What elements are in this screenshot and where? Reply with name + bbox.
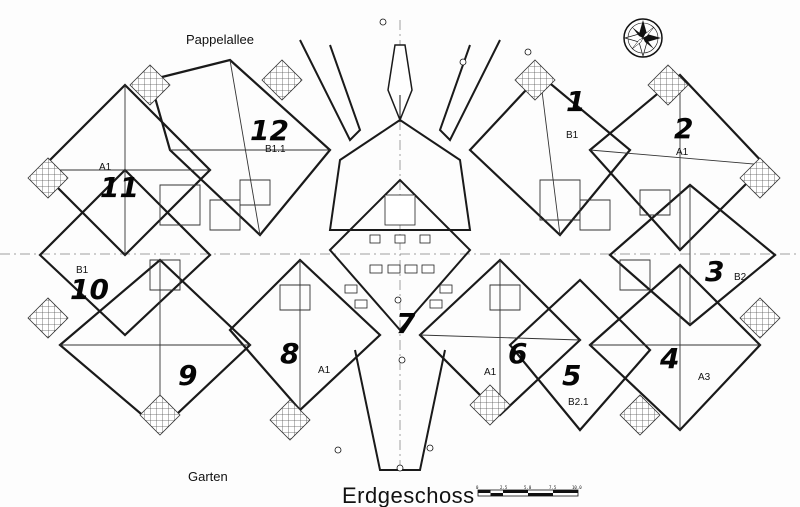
unit-11-type: A1 xyxy=(99,162,112,173)
entrance-arrow-icon xyxy=(387,44,413,123)
unit-5-outline xyxy=(508,278,652,432)
unit-1-type: B1 xyxy=(566,130,579,141)
street-label: Pappelallee xyxy=(186,32,254,47)
unit-10-outline xyxy=(38,168,212,337)
unit-8-type: A1 xyxy=(318,365,331,376)
unit-4-type: A3 xyxy=(698,372,711,383)
unit-8-outline xyxy=(228,258,382,412)
unit-3-number: 3 xyxy=(705,255,725,288)
unit-3-outline xyxy=(608,183,777,327)
unit-8-number: 8 xyxy=(280,337,300,370)
balcony xyxy=(129,64,171,106)
unit-7-number: 7 xyxy=(396,307,416,340)
unit-9-number: 9 xyxy=(178,359,198,392)
central-stair-core xyxy=(328,118,472,231)
unit-12-type: B1.1 xyxy=(265,144,286,155)
unit-1-number: 1 xyxy=(566,85,586,118)
unit-7-outline xyxy=(328,178,472,332)
unit-1-outline xyxy=(468,73,632,237)
garden-label: Garten xyxy=(188,469,228,484)
unit-3-type: B2 xyxy=(734,272,747,283)
unit-10-number: 10 xyxy=(70,273,109,306)
scale-tick: 0 xyxy=(476,485,479,490)
floor-title: Erdgeschoss xyxy=(342,483,475,507)
unit-11-number: 11 xyxy=(100,171,139,204)
scale-tick: 7.5 xyxy=(549,485,557,490)
scale-tick: 5.0 xyxy=(524,485,532,490)
unit-5-number: 5 xyxy=(562,359,582,392)
unit-12-outline xyxy=(148,58,332,237)
entrance-left-wall xyxy=(299,39,362,142)
unit-4-number: 4 xyxy=(660,342,680,375)
scale-tick: 10.0 xyxy=(572,485,582,490)
unit-2-number: 2 xyxy=(674,112,694,145)
unit-6-number: 6 xyxy=(508,337,528,370)
entrance-right-wall xyxy=(438,39,501,142)
unit-10-type: B1 xyxy=(76,265,89,276)
unit-6-type: A1 xyxy=(484,367,497,378)
unit-2-type: A1 xyxy=(676,147,689,158)
scale-bar xyxy=(477,489,579,497)
unit-5-type: B2.1 xyxy=(568,397,589,408)
compass-rose-icon xyxy=(623,18,663,58)
unit-12-number: 12 xyxy=(250,114,289,147)
scale-tick: 2.5 xyxy=(500,485,508,490)
